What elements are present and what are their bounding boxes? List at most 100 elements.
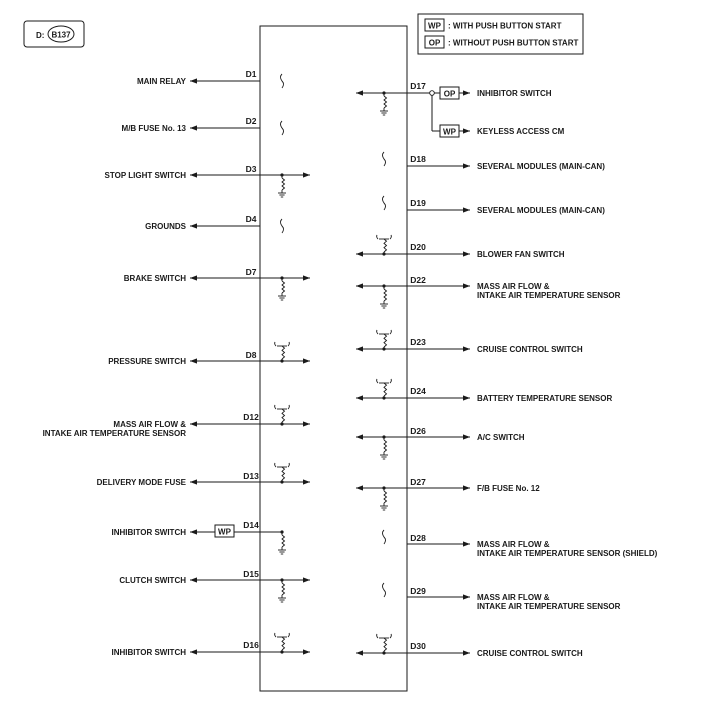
connector-label: D:: [36, 31, 44, 40]
right-pin-label: CRUISE CONTROL SWITCH: [477, 345, 583, 354]
wire-break-symbol: [280, 120, 284, 136]
right-pin-branch-tag: WP: [443, 128, 457, 137]
right-pin-label: INTAKE AIR TEMPERATURE SENSOR: [477, 602, 621, 611]
right-pin-label: INHIBITOR SWITCH: [477, 89, 552, 98]
resistor-symbol: [383, 490, 388, 504]
legend: WP : WITH PUSH BUTTON START OP : WITHOUT…: [417, 13, 584, 55]
arrow-head: [356, 485, 363, 491]
left-pin-number: D1: [246, 69, 257, 79]
left-pin-graphic: [190, 172, 310, 198]
right-pin-graphic: [382, 151, 470, 169]
wire-break-symbol: [382, 151, 386, 167]
left-pin-label: STOP LIGHT SWITCH: [105, 171, 187, 180]
left-pin-wp-box: [214, 524, 235, 538]
arrow-head: [190, 223, 197, 229]
wire-break-symbol: [382, 195, 386, 211]
resistor-symbol: [281, 177, 286, 191]
right-pin-wp-box: [439, 124, 460, 138]
supply-mark: [389, 234, 392, 240]
right-pin-label: CRUISE CONTROL SWITCH: [477, 649, 583, 658]
arrow-head: [356, 90, 363, 96]
left-pin-label: PRESSURE SWITCH: [108, 357, 186, 366]
left-pin-row: D8 PRESSURE SWITCH: [108, 341, 310, 366]
left-pin-row: D13 DELIVERY MODE FUSE: [97, 462, 310, 487]
left-pin-graphic: [190, 632, 310, 655]
arrow-head: [190, 172, 197, 178]
supply-mark: [389, 329, 392, 335]
right-pin-label: A/C SWITCH: [477, 433, 525, 442]
connector-id-oval: [47, 25, 75, 43]
supply-mark: [287, 341, 290, 347]
right-pin-row: D30 CRUISE CONTROL SWITCH: [356, 633, 583, 658]
left-pin-graphic: [190, 73, 284, 89]
arrow-head: [463, 594, 470, 600]
arrow-head: [303, 577, 310, 583]
arrow-head: [190, 358, 197, 364]
left-pin-tag: WP: [218, 528, 232, 537]
resistor-symbol: [281, 582, 286, 596]
arrow-head: [463, 163, 470, 169]
supply-mark: [287, 404, 290, 410]
resistor-symbol: [383, 288, 388, 302]
right-pin-graphic: [382, 582, 470, 600]
left-pin-graphic: [190, 120, 284, 136]
left-pin-row: D1 MAIN RELAY: [137, 69, 284, 89]
right-pin-graphic: [356, 90, 470, 134]
left-pin-number: D8: [246, 350, 257, 360]
arrow-head: [463, 90, 470, 96]
supply-mark: [274, 462, 277, 468]
right-pin-label: MASS AIR FLOW &: [477, 540, 550, 549]
arrow-head: [463, 128, 470, 134]
legend-op-box: [424, 35, 445, 49]
right-pin-number: D27: [410, 477, 426, 487]
left-pin-number: D4: [246, 214, 257, 224]
arrow-head: [190, 275, 197, 281]
arrow-head: [190, 577, 197, 583]
right-pin-graphic: [356, 485, 470, 511]
right-pin-row: D23 CRUISE CONTROL SWITCH: [356, 329, 583, 354]
left-pin-number: D7: [246, 267, 257, 277]
supply-mark: [376, 234, 379, 240]
legend-wp-box: [424, 18, 445, 32]
arrow-head: [303, 172, 310, 178]
right-pin-number: D30: [410, 641, 426, 651]
supply-mark: [376, 378, 379, 384]
arrow-head: [356, 283, 363, 289]
arrow-head: [463, 650, 470, 656]
right-pin-number: D19: [410, 198, 426, 208]
arrow-head: [463, 251, 470, 257]
right-pin-branch-label: KEYLESS ACCESS CM: [477, 127, 565, 136]
left-pin-label: GROUNDS: [145, 222, 187, 231]
arrow-head: [190, 421, 197, 427]
right-pin-graphic: [356, 283, 470, 309]
right-pin-op-box: [439, 86, 460, 100]
left-pin-row: D16 INHIBITOR SWITCH: [111, 632, 310, 657]
left-pin-row: D3 STOP LIGHT SWITCH: [105, 164, 310, 198]
left-pin-label: M/B FUSE No. 13: [122, 124, 187, 133]
right-pin-number: D24: [410, 386, 426, 396]
right-pin-row: D26 A/C SWITCH: [356, 426, 525, 460]
left-pin-row: D7 BRAKE SWITCH: [124, 267, 310, 301]
right-pin-label: MASS AIR FLOW &: [477, 593, 550, 602]
right-pin-number: D17: [410, 81, 426, 91]
resistor-symbol: [281, 280, 286, 294]
right-pin-number: D22: [410, 275, 426, 285]
legend-wp-code: WP: [428, 22, 442, 31]
left-pin-graphic: [190, 341, 310, 364]
resistor-symbol: [281, 408, 286, 423]
left-pin-row: D4 GROUNDS: [145, 214, 284, 234]
arrow-head: [303, 275, 310, 281]
right-pin-graphic: [382, 195, 470, 213]
right-pin-row: D29 MASS AIR FLOW & INTAKE AIR TEMPERATU…: [382, 582, 621, 611]
resistor-symbol: [383, 382, 388, 397]
arrow-head: [356, 434, 363, 440]
supply-mark: [274, 404, 277, 410]
left-pin-label: BRAKE SWITCH: [124, 274, 186, 283]
arrow-head: [356, 395, 363, 401]
module-body: [259, 25, 408, 692]
resistor-symbol: [281, 466, 286, 481]
left-pin-group: D1 MAIN RELAY D2 M/B FUSE No. 13 D3 STOP…: [43, 69, 310, 657]
left-pin-row: D15 CLUTCH SWITCH: [119, 569, 310, 603]
arrow-head: [303, 649, 310, 655]
left-pin-label: CLUTCH SWITCH: [119, 576, 186, 585]
